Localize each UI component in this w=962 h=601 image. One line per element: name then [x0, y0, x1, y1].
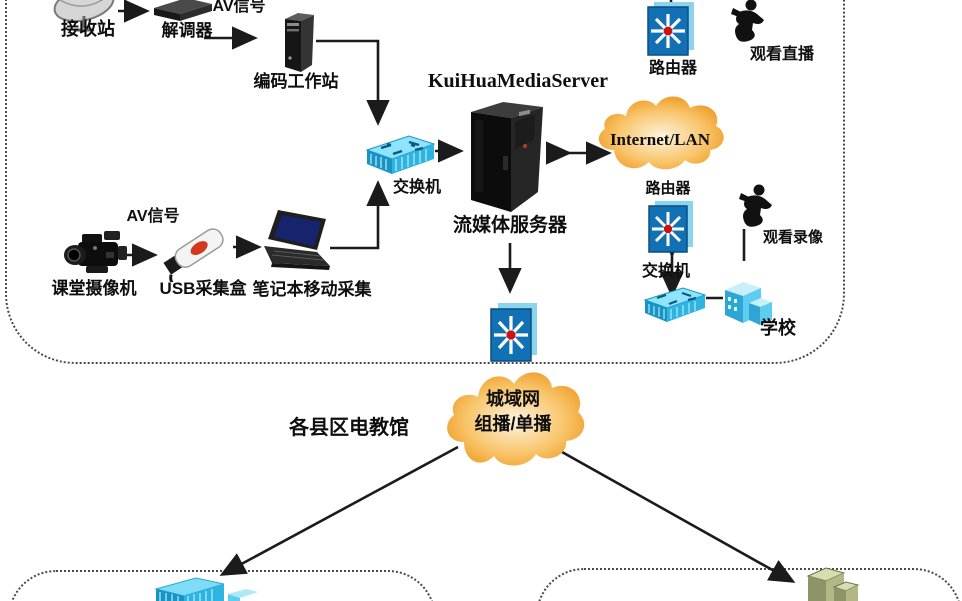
viewer-recording-person-icon: [735, 183, 775, 231]
viewer-live-person-icon: [727, 0, 767, 46]
demodulator-icon: [152, 0, 214, 22]
label-media-server: 流媒体服务器: [452, 215, 567, 236]
internet-lan-label: Internet/LAN: [609, 130, 711, 149]
metro-cloud-label-line2: 组播/单播: [474, 414, 552, 434]
metro-cloud-icon: 城域网 组播/单播: [440, 362, 586, 474]
router-top-icon: [646, 2, 696, 58]
school-switch-icon: [642, 285, 708, 325]
label-router-right: 路由器: [645, 180, 691, 197]
usb-capture-icon: [158, 218, 238, 282]
label-demodulator: 解调器: [161, 21, 213, 40]
label-watch-live: 观看直播: [749, 46, 814, 63]
arrow-cloud-to-right-site: [561, 450, 796, 583]
internet-lan-cloud-icon: Internet/LAN: [592, 90, 728, 174]
label-laptop-capture: 笔记本移动采集: [252, 280, 372, 299]
media-server-icon: [463, 100, 547, 214]
metro-cloud-label-line1: 城域网: [486, 389, 540, 409]
label-encoding-workstation: 编码工作站: [253, 72, 339, 91]
label-usb-capture-box: USB采集盒: [159, 279, 247, 298]
camcorder-icon: [62, 228, 132, 284]
arrow-workstation-to-switch: [316, 39, 390, 126]
remote-site-building-icon: [800, 560, 866, 601]
remote-site-switch-icon: [152, 576, 262, 601]
workstation-tower-icon: [281, 12, 317, 74]
label-school: 学校: [760, 318, 796, 338]
label-av-signal-bottom: AV信号: [126, 208, 180, 225]
label-classroom-camera: 课堂摄像机: [51, 279, 137, 298]
arrow-laptop-to-switch: [330, 180, 390, 250]
label-county-ecenters: 各县区电教馆: [289, 417, 409, 439]
label-media-server-title: KuiHuaMediaServer: [428, 70, 608, 92]
metro-router-icon: [489, 303, 539, 363]
laptop-icon: [262, 210, 334, 280]
main-switch-icon: [363, 133, 437, 177]
arrow-cloud-to-left-site: [219, 445, 459, 576]
label-av-signal-top: AV信号: [212, 0, 266, 15]
label-receiver-station: 接收站: [61, 19, 115, 39]
label-router-top: 路由器: [648, 60, 697, 77]
label-main-switch: 交换机: [392, 179, 441, 196]
school-router-icon: [647, 201, 695, 255]
label-right-switch: 交换机: [641, 263, 690, 280]
headquarters-region-border: [5, 0, 845, 364]
school-building-icon: [719, 277, 773, 329]
satellite-dish-icon: [50, 0, 120, 32]
label-watch-recording: 观看录像: [762, 229, 823, 246]
